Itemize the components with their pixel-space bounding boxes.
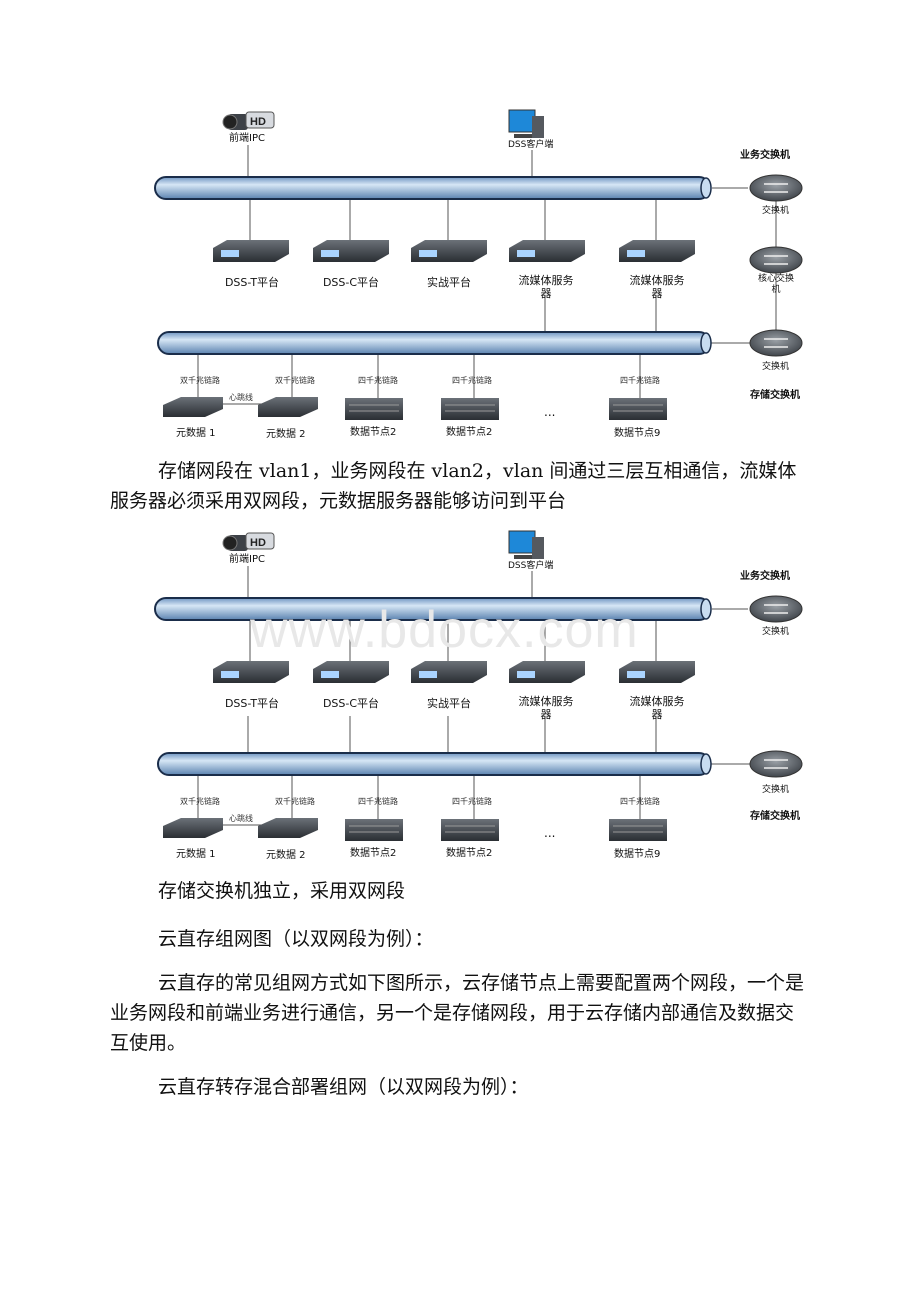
storage-switch-label: 交换机 [762, 362, 790, 372]
storage-node-label: 数据节点2 [350, 427, 397, 438]
server-label: DSS-T平台 [224, 276, 280, 289]
business-switch-title: 业务交换机 [740, 150, 790, 161]
core-switch-label: 核心交换机 [758, 274, 795, 295]
server-label: 流媒体服务器 [518, 274, 574, 301]
camera-label: 前端IPC [229, 133, 265, 144]
network-diagram-2: HD 前端IPC D [0, 521, 920, 861]
storage-node-label: 元数据 1 [176, 428, 216, 439]
storage-node-label: 数据节点9 [614, 849, 661, 860]
storage-switch-title: 存储交换机 [750, 811, 800, 822]
ipc-camera-icon: HD [222, 532, 275, 551]
paragraph-hybrid-title: 云直存转存混合部署组网（以双网段为例）： [158, 1076, 529, 1098]
server-icons [213, 661, 695, 683]
business-switch-title: 业务交换机 [740, 571, 790, 582]
storage-icons [163, 397, 667, 420]
heartbeat-label: 心跳线 [229, 393, 253, 402]
client-pc-icon [508, 109, 544, 138]
watermark: www.bdocx.com [250, 601, 639, 659]
link-label: 四千兆链路 [452, 797, 492, 806]
paragraph-direct-storage-desc: 云直存的常见组网方式如下图所示，云存储节点上需要配置两个网段，一个是业务网段和前… [110, 972, 805, 1054]
link-label: 四千兆链路 [620, 797, 660, 806]
camera-label: 前端IPC [229, 554, 265, 565]
storage-node-label: 元数据 1 [176, 849, 216, 860]
server-label: 流媒体服务器 [629, 274, 685, 301]
heartbeat-label: 心跳线 [229, 814, 253, 823]
client-label: DSS客户端 [508, 140, 554, 150]
link-label: 双千兆链路 [180, 797, 220, 806]
server-icons [213, 240, 695, 262]
svg-text:HD: HD [250, 116, 266, 128]
link-label: 四千兆链路 [358, 376, 398, 385]
server-label: 流媒体服务器 [518, 695, 574, 722]
storage-switch-label: 交换机 [762, 785, 790, 795]
storage-node-label: 元数据 2 [266, 850, 306, 861]
network-diagram-1: HD [0, 100, 920, 440]
server-label: 流媒体服务器 [629, 695, 685, 722]
ellipsis: ... [544, 826, 556, 840]
ellipsis: ... [544, 405, 556, 419]
switch-icons [749, 174, 803, 357]
paragraph-independent-switch: 存储交换机独立，采用双网段 [158, 880, 406, 902]
link-label: 四千兆链路 [620, 376, 660, 385]
link-label: 四千兆链路 [452, 376, 492, 385]
paragraph-direct-storage-title: 云直存组网图（以双网段为例）： [158, 928, 434, 950]
link-label: 双千兆链路 [180, 376, 220, 385]
link-label: 双千兆链路 [275, 797, 315, 806]
server-label: DSS-C平台 [322, 697, 380, 710]
switch-label: 交换机 [762, 206, 790, 216]
ipc-camera-icon: HD [222, 111, 275, 130]
server-label: 实战平台 [427, 697, 471, 710]
client-pc-icon [508, 530, 544, 559]
storage-node-label: 数据节点2 [350, 848, 397, 859]
server-label: DSS-C平台 [322, 276, 380, 289]
storage-switch-title: 存储交换机 [750, 390, 800, 401]
link-label: 双千兆链路 [275, 376, 315, 385]
paragraph-vlan: 存储网段在 vlan1，业务网段在 vlan2，vlan 间通过三层互相通信，流… [110, 460, 797, 512]
storage-node-label: 数据节点2 [446, 427, 493, 438]
link-label: 四千兆链路 [358, 797, 398, 806]
storage-node-label: 元数据 2 [266, 429, 306, 440]
storage-node-label: 数据节点2 [446, 848, 493, 859]
svg-text:HD: HD [250, 537, 266, 549]
storage-icons [163, 818, 667, 841]
switch-label: 交换机 [762, 627, 790, 637]
server-label: DSS-T平台 [224, 697, 280, 710]
client-label: DSS客户端 [508, 561, 554, 571]
switch-icons [749, 595, 803, 778]
storage-node-label: 数据节点9 [614, 428, 661, 439]
server-label: 实战平台 [427, 276, 471, 289]
